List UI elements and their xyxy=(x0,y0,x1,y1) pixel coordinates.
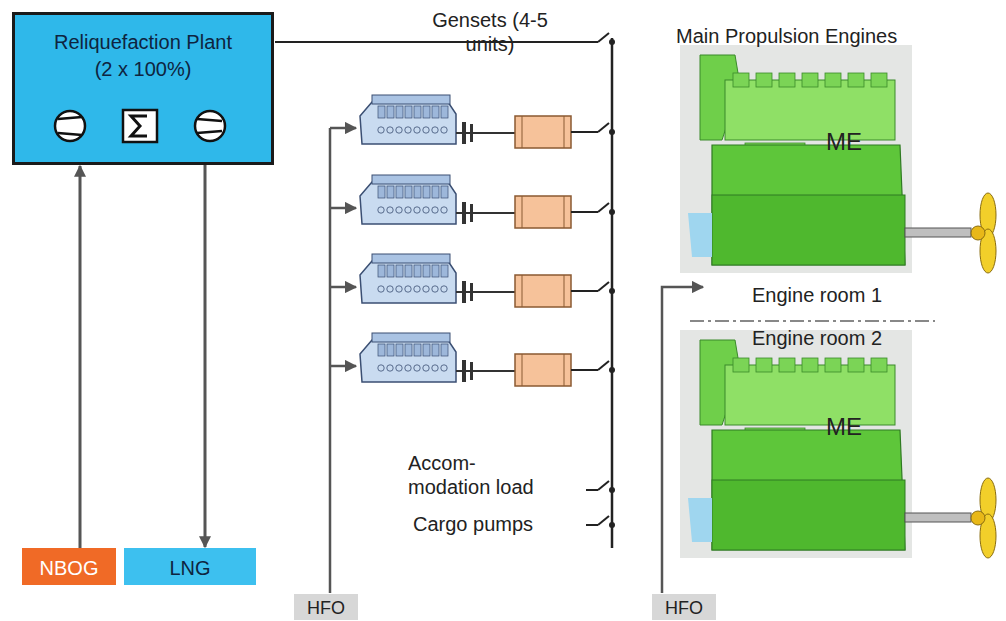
main-engine xyxy=(680,45,996,273)
box-text: NBOG xyxy=(22,555,116,582)
genset xyxy=(330,254,615,307)
stream-box: LNG xyxy=(124,548,256,585)
genset xyxy=(330,333,615,386)
box-text: Reliquefaction Plant xyxy=(21,29,265,56)
plant-box: Reliquefaction Plant(2 x 100%) xyxy=(12,12,274,165)
load-label: Cargo pumps xyxy=(413,512,583,536)
stream-box: HFO xyxy=(652,594,716,620)
load-label: Accom- modation load xyxy=(408,451,558,499)
flow-arrow xyxy=(79,166,82,548)
flow-arrow xyxy=(204,165,207,547)
genset xyxy=(330,175,615,228)
pump-symbol xyxy=(195,111,225,141)
heat-exchanger-symbol xyxy=(123,110,157,142)
genset-illustration xyxy=(330,95,615,386)
engine-name: ME xyxy=(826,413,886,442)
engine-name: ME xyxy=(826,128,886,157)
room-label: Engine room 1 xyxy=(752,283,912,307)
propeller xyxy=(971,478,996,558)
box-text: (2 x 100%) xyxy=(21,56,265,83)
propeller xyxy=(971,193,996,273)
box-text: HFO xyxy=(294,596,358,620)
box-text: HFO xyxy=(652,596,716,620)
illustration xyxy=(275,33,935,593)
main-engine xyxy=(680,330,996,558)
stream-box: NBOG xyxy=(22,548,116,585)
engine-heading: Main Propulsion Engines xyxy=(676,24,996,48)
main-engine-illustration xyxy=(680,45,996,558)
compressor-symbol xyxy=(55,111,85,141)
box-text: LNG xyxy=(124,555,256,582)
genset-heading: Gensets (4-5 units) xyxy=(420,8,560,56)
room-label: Engine room 2 xyxy=(752,326,912,350)
stream-box: HFO xyxy=(294,594,358,620)
genset xyxy=(330,95,615,148)
